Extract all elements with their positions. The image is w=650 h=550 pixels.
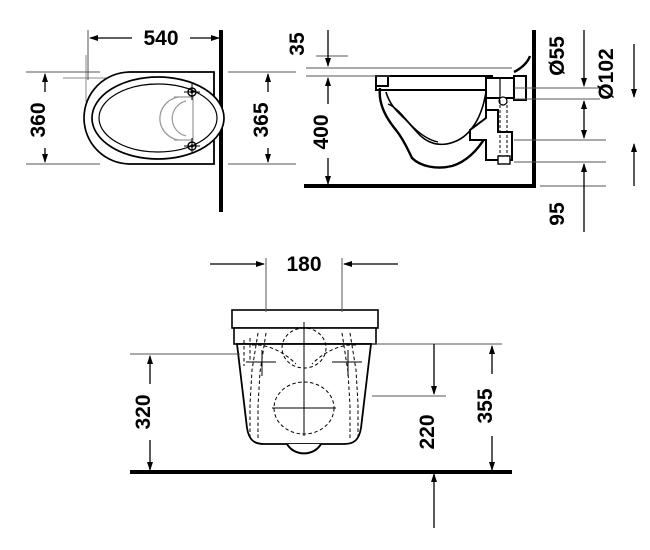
plan-flush-aperture-arc-outer [159,96,179,141]
dim-355-text-bg [480,374,504,436]
dim-label-o102: Ø102 [595,48,618,99]
front-centre-marks [246,322,362,436]
dim-35-text-bg [292,24,316,64]
dim-label-355: 355 [474,388,497,423]
plan-rim-inner [98,83,218,153]
side-rim-front-lip [375,75,389,87]
dim-label-220: 220 [416,414,439,449]
dim-220-text-bg [422,404,446,460]
plan-fixing-hole-top [184,84,200,100]
front-rim-band [233,327,377,345]
front-sump-bulge [286,443,322,455]
side-bowl-outer-profile [378,87,488,169]
dim-label-540: 540 [143,27,178,50]
side-view-group: 35 400 Ø55 Ø102 95 [286,24,637,234]
side-fixing-bolt-head [497,155,511,165]
dim-180-text-bg [274,250,334,276]
dim-95-text-bg [551,194,577,234]
front-view-group: 180 320 220 355 [130,250,512,528]
dim-320-text-bg [138,384,162,440]
dim-label-180: 180 [286,253,321,276]
side-bowl-water-surface [387,103,439,143]
side-rim-band [375,75,493,91]
dim-o102-text-bg [600,38,626,108]
plan-flush-aperture-rect [174,96,194,141]
plan-view-group: 540 360 365 [26,26,296,212]
dim-400-text-bg [316,104,340,158]
dim-label-320: 320 [132,394,155,429]
side-bowl-inner-profile [385,91,487,146]
dim-label-400: 400 [310,114,333,149]
dim-label-35: 35 [286,32,309,56]
dim-540-text-bg [132,26,190,50]
side-wall-bracket [513,55,532,74]
front-seat-band [231,309,379,329]
dim-365-text-bg [256,92,280,148]
dim-o55-text-bg [551,24,577,86]
dim-label-365: 365 [250,102,273,137]
dim-360-text-bg [33,92,57,148]
plan-fixing-hole-bottom [184,138,200,154]
dim-label-o55: Ø55 [546,36,569,76]
dim-label-95: 95 [546,202,569,226]
plan-flush-aperture-arc-inner [171,100,187,137]
dim-label-360: 360 [27,102,50,137]
